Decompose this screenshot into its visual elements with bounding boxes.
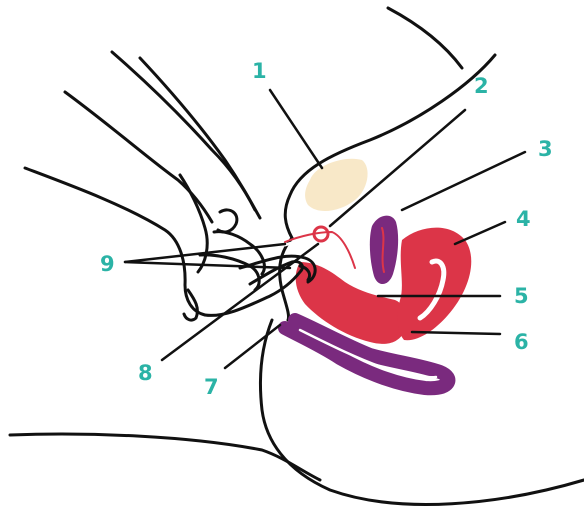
label-7: 7: [204, 375, 219, 399]
back-contour-line: [388, 8, 462, 68]
label-5: 5: [514, 284, 529, 308]
hand-wrist-line: [25, 168, 205, 315]
leader-line-1: [270, 90, 322, 168]
label-6: 6: [514, 330, 529, 354]
label-8: 8: [138, 361, 153, 385]
label-1: 1: [252, 59, 267, 83]
label-9: 9: [100, 252, 115, 276]
abdomen-contour-line: [285, 55, 495, 238]
leader-line-4: [455, 222, 505, 244]
leader-line-3: [402, 152, 525, 210]
uterus-shape: [397, 228, 471, 341]
ovary-vessel: [382, 228, 384, 272]
label-3: 3: [538, 137, 553, 161]
hand-forearm-line: [65, 92, 212, 222]
ovary-shape: [370, 216, 398, 284]
label-4: 4: [516, 207, 531, 231]
vulva-contour-line: [280, 238, 292, 320]
knuckle-line-1: [180, 175, 207, 272]
leader-line-7: [225, 325, 280, 368]
label-2: 2: [474, 74, 489, 98]
knuckle-line-2: [218, 210, 237, 232]
